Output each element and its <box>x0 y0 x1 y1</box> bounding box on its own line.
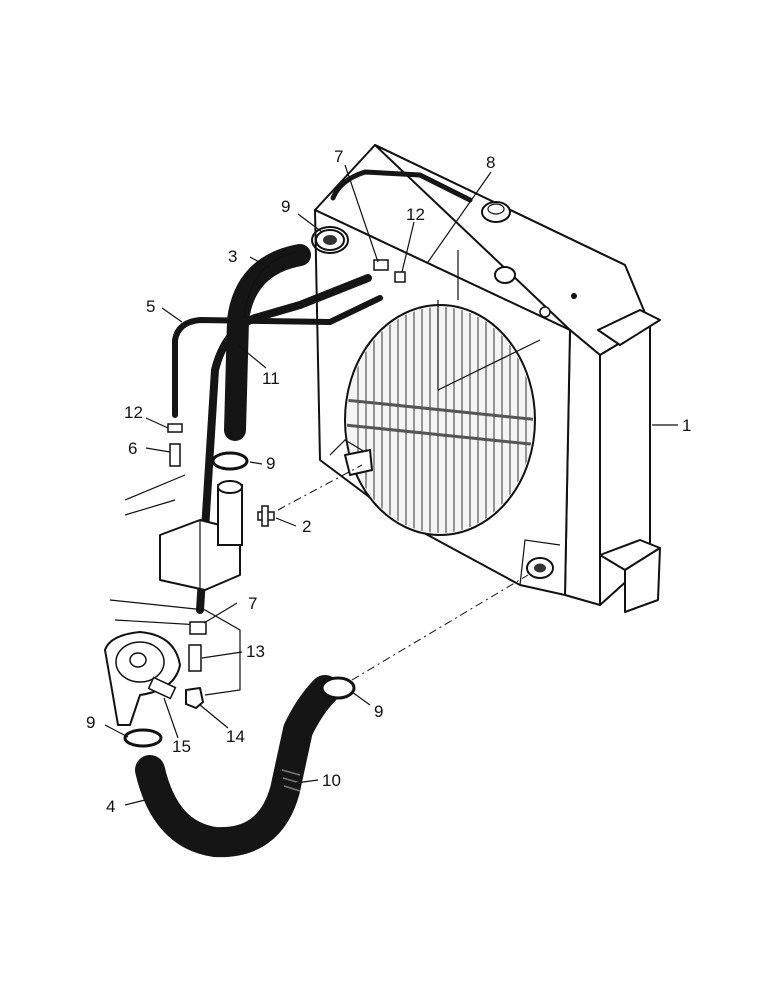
hose-clamp-9-left <box>123 728 163 748</box>
clamp-12-left <box>167 423 183 433</box>
callout-3: 3 <box>228 247 237 266</box>
callout-12-top: 12 <box>406 205 425 224</box>
lower-radiator-hose <box>135 675 340 858</box>
callout-15: 15 <box>172 737 191 756</box>
callout-10: 10 <box>322 771 341 790</box>
hose-clamp-9-mid <box>211 451 249 471</box>
elbow-14 <box>185 687 204 709</box>
clamp-12-top <box>394 271 406 283</box>
callout-5: 5 <box>146 297 155 316</box>
callout-14: 14 <box>226 727 245 746</box>
connector-13 <box>188 644 202 672</box>
callout-9-bottom-left: 9 <box>86 713 95 732</box>
callout-9-mid: 9 <box>266 454 275 473</box>
callout-7-top: 7 <box>334 147 343 166</box>
hose-clamp-9-top <box>311 226 349 254</box>
callout-11: 11 <box>262 369 280 388</box>
upper-radiator-hose <box>224 244 311 441</box>
callout-8: 8 <box>486 153 495 172</box>
callout-12-left: 12 <box>124 403 143 422</box>
callout-9-top-left: 9 <box>281 197 290 216</box>
clamp-7-top <box>373 259 389 271</box>
fitting-6 <box>169 443 181 467</box>
callout-4: 4 <box>106 797 115 816</box>
drain-cock <box>257 505 275 527</box>
radiator-core <box>347 307 533 533</box>
callout-2: 2 <box>302 517 311 536</box>
water-outlet-housing <box>159 480 243 591</box>
water-pump <box>104 631 181 726</box>
callout-1: 1 <box>682 416 691 435</box>
overflow-tube <box>172 295 383 418</box>
callout-6: 6 <box>128 439 137 458</box>
callout-13: 13 <box>246 642 265 661</box>
engine-block-outline <box>109 474 241 696</box>
hose-clamp-9-right <box>320 676 356 700</box>
radiator-assembly <box>314 144 661 613</box>
callout-9-bottom-right: 9 <box>374 702 383 721</box>
nipple-15 <box>147 676 177 700</box>
fan-shroud-opening <box>344 304 536 536</box>
callout-7-bottom: 7 <box>248 594 257 613</box>
clamp-7-bottom <box>189 621 207 635</box>
